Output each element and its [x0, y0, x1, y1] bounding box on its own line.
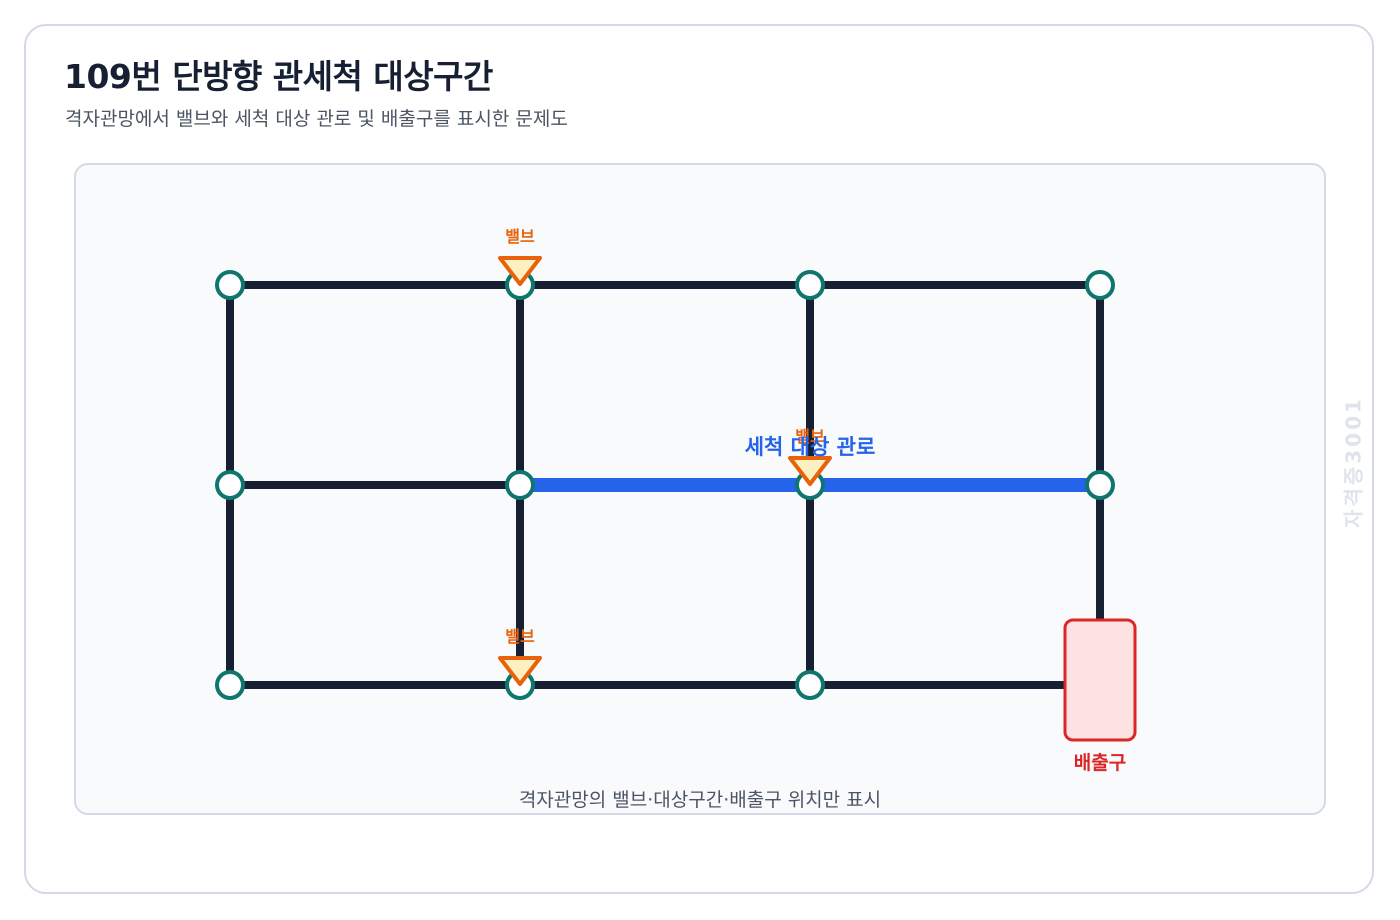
pipe-grid [226, 281, 1104, 689]
junction-node [215, 670, 245, 700]
diagram-caption: 격자관망의 밸브·대상구간·배출구 위치만 표시 [518, 789, 882, 811]
junction-node [1085, 470, 1115, 500]
junction-node [795, 670, 825, 700]
valve-top: 밸브 [498, 227, 542, 286]
junction-node [215, 270, 245, 300]
outlet: 배출구 [1063, 618, 1137, 774]
valve-label: 밸브 [505, 227, 535, 246]
valve-icon [498, 256, 542, 286]
page-subtitle: 격자관망에서 밸브와 세척 대상 관로 및 배출구를 표시한 문제도 [65, 108, 568, 130]
junction-node [1085, 270, 1115, 300]
watermark: 자격증3001 [1341, 396, 1366, 528]
junction-node [215, 470, 245, 500]
junction-nodes [215, 270, 1115, 700]
outlet-label: 배출구 [1074, 752, 1126, 774]
outlet-box [1063, 618, 1137, 742]
junction-node [505, 470, 535, 500]
valve-icon [498, 656, 542, 686]
valve-icon [788, 456, 832, 486]
valve-label: 밸브 [795, 427, 825, 446]
target-pipe-label: 세척 대상 관로 [745, 435, 876, 459]
valve-middle: 밸브 [788, 427, 832, 486]
junction-node [795, 270, 825, 300]
valve-bottom: 밸브 [498, 627, 542, 686]
valve-label: 밸브 [505, 627, 535, 646]
page-title: 109번 단방향 관세척 대상구간 [64, 57, 493, 96]
